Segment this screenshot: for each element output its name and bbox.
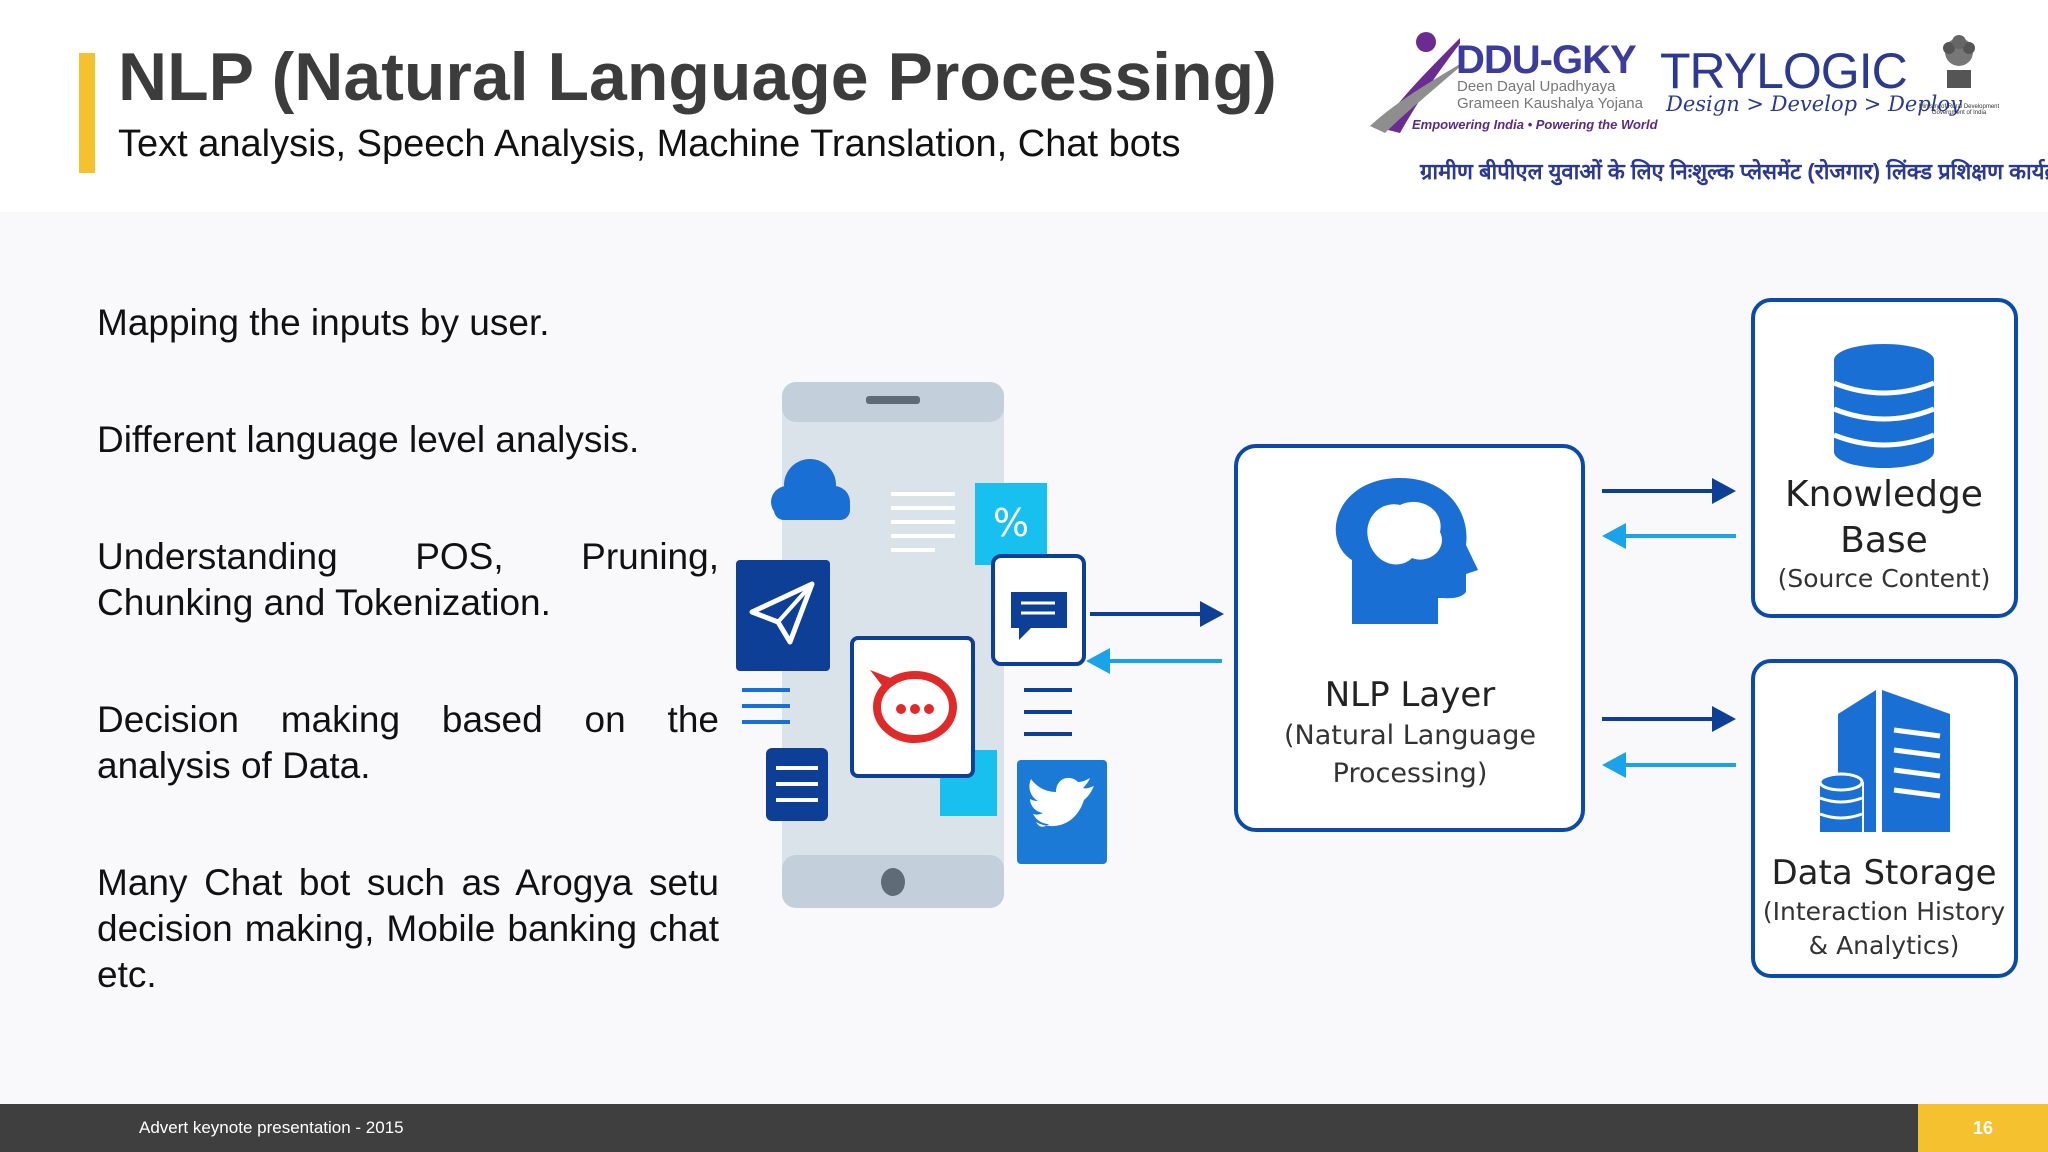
knowledge-base-subtitle: (Source Content) [1778, 564, 1991, 593]
menu-lines-icon [742, 688, 790, 724]
slide-header: NLP (Natural Language Processing) Text a… [0, 0, 2048, 212]
slide-subtitle: Text analysis, Speech Analysis, Machine … [118, 123, 1181, 165]
arrow-head [1200, 601, 1224, 627]
page-number: 16 [1972, 1118, 1994, 1138]
bullet-item: Many Chat bot such as Arogya setu decisi… [97, 862, 719, 995]
bullet-item: Mapping the inputs by user. [97, 302, 550, 343]
percent-symbol: % [993, 501, 1029, 545]
brain-head-icon [1335, 478, 1478, 624]
bullet-item: Decision making based on the analysis of… [97, 699, 719, 786]
bullet-item: Understanding POS, Pruning, Chunking and… [97, 536, 719, 623]
ministry-label: Ministry of Rural Development Government… [1918, 104, 2000, 116]
arrow-head [1712, 478, 1736, 504]
list-icon [766, 748, 828, 821]
arrow-head [1086, 648, 1110, 674]
slide-footer: Advert keynote presentation - 2015 16 [0, 1104, 2048, 1152]
paper-plane-icon [736, 560, 830, 671]
footer-text: Advert keynote presentation - 2015 [139, 1118, 404, 1137]
slide-title: NLP (Natural Language Processing) [118, 39, 1277, 115]
twitter-icon [1017, 760, 1107, 864]
database-icon [1833, 344, 1935, 468]
ddu-gky-wordmark: DDU-GKY [1456, 38, 1637, 82]
arrow-head [1602, 752, 1626, 778]
text-lines-icon [891, 492, 955, 552]
chat-bubble-icon [850, 636, 975, 778]
percent-icon: % [975, 483, 1047, 565]
bullet-item: Different language level analysis. [97, 419, 640, 460]
data-storage-box: Data Storage (Interaction History & Anal… [1751, 659, 2018, 978]
nlp-title: NLP Layer [1325, 675, 1496, 715]
data-storage-subtitle-line2: & Analytics) [1809, 931, 1960, 960]
data-storage-subtitle-line1: (Interaction History [1763, 897, 2005, 926]
cloud-icon [771, 459, 850, 520]
nlp-layer-box: NLP Layer (Natural Language Processing) [1234, 444, 1585, 832]
trylogic-wordmark: TRYLOGIC [1660, 43, 1908, 99]
hindi-tagline: ग्रामीण बीपीएल युवाओं के लिए निःशुल्क प्… [1420, 159, 2048, 184]
data-storage-title: Data Storage [1771, 853, 1996, 893]
ddu-gky-logo-icon [1370, 32, 1460, 133]
ddu-gky-line2: Grameen Kaushalya Yojana [1457, 95, 1643, 112]
nlp-subtitle-line2: Processing) [1333, 758, 1488, 789]
arrow-head [1602, 523, 1626, 549]
national-emblem-icon [1943, 35, 1975, 88]
server-building-icon [1818, 690, 1950, 832]
nlp-architecture-diagram: % [736, 298, 2018, 978]
trylogic-tagline: Design > Develop > Deploy [1666, 92, 1962, 116]
nlp-subtitle-line1: (Natural Language [1284, 720, 1536, 751]
ddu-gky-tagline: Empowering India • Powering the World [1412, 117, 1658, 132]
arrow-head [1712, 706, 1736, 732]
message-icon [991, 554, 1086, 666]
page-number-box: 16 [1918, 1104, 2048, 1152]
knowledge-base-box: Knowledge Base (Source Content) [1751, 298, 2018, 618]
knowledge-base-title-line1: Knowledge [1785, 474, 1983, 515]
knowledge-base-title-line2: Base [1840, 520, 1928, 561]
title-accent-bar [79, 53, 95, 173]
logo-strip: DDU-GKY Deen Dayal Upadhyaya Grameen Kau… [1360, 8, 2048, 204]
ddu-gky-line1: Deen Dayal Upadhyaya [1457, 78, 1616, 95]
menu-lines-icon [1024, 688, 1072, 736]
